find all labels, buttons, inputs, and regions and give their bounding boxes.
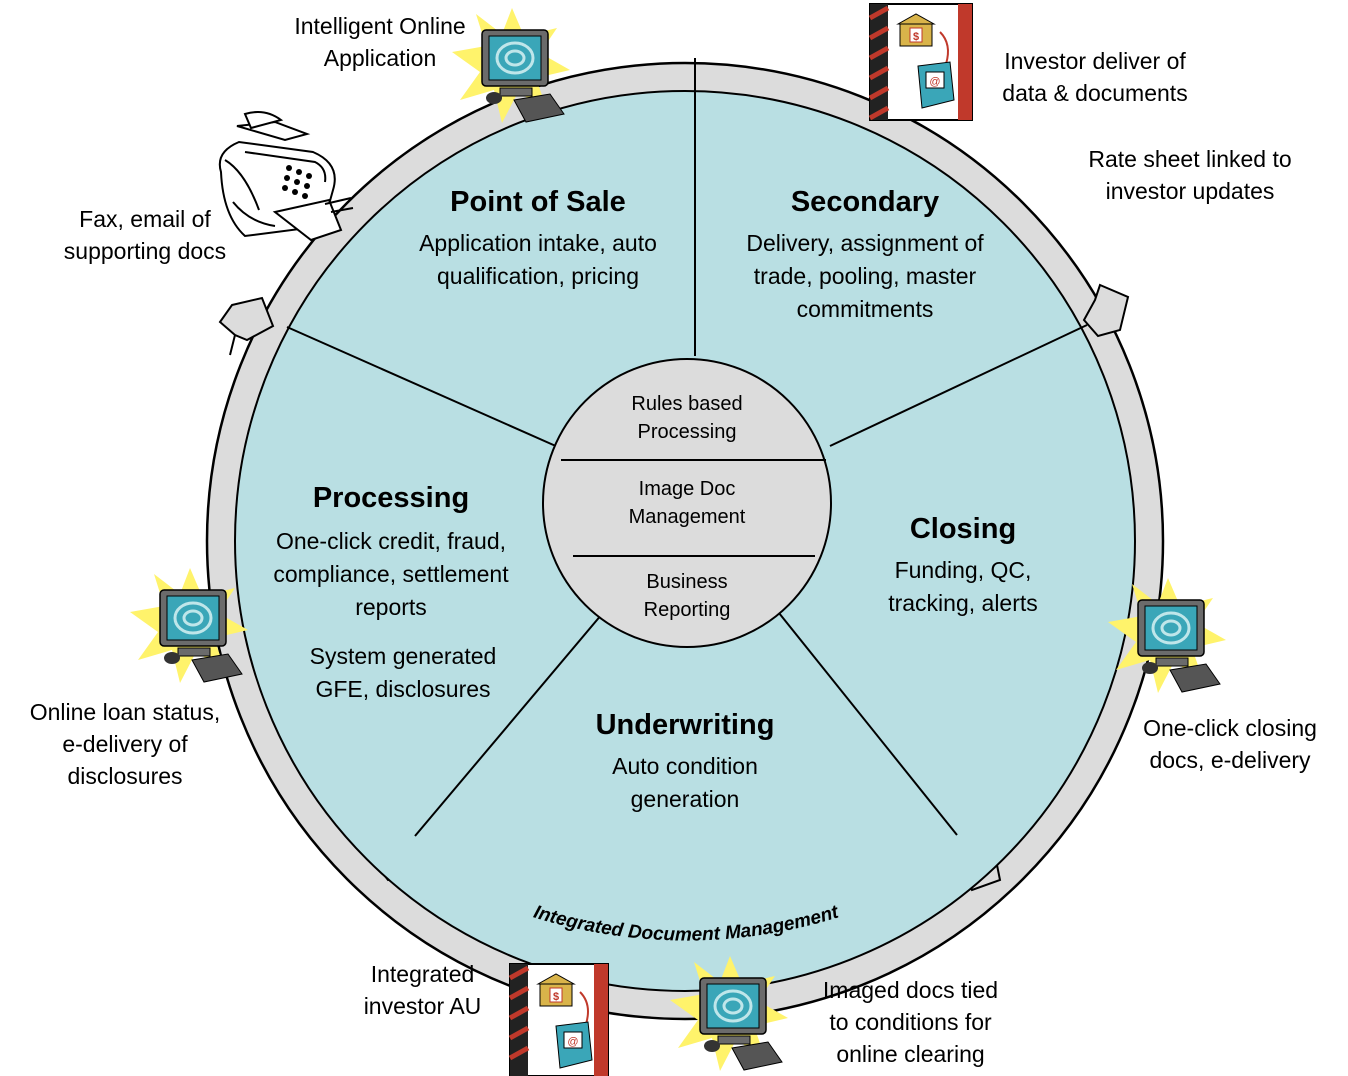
segment-desc-line: System generated	[309, 643, 497, 669]
label-investor-delivery: Investor deliver of data & documents	[975, 45, 1215, 109]
hub-line: Rules based	[631, 393, 743, 415]
hub-business-reporting: Business Reporting	[587, 568, 787, 624]
svg-text:@: @	[567, 1036, 578, 1048]
svg-text:$: $	[913, 31, 919, 43]
segment-desc-line: commitments	[796, 296, 934, 322]
segment-desc-line: Application intake, auto	[419, 230, 657, 256]
segment-title: Point of Sale	[450, 186, 626, 218]
outer-label-line: Integrated	[370, 961, 475, 987]
segment-secondary: Secondary Delivery, assignment of trade,…	[705, 185, 1025, 326]
segment-underwriting: Underwriting Auto condition generation	[545, 708, 825, 816]
segment-desc-line: One-click credit, fraud,	[275, 528, 507, 554]
hub-line: Business	[646, 571, 728, 593]
label-imaged-docs: Imaged docs tied to conditions for onlin…	[798, 974, 1023, 1070]
hub-line: Processing	[637, 421, 737, 443]
outer-label-line: to conditions for	[829, 1009, 992, 1035]
computer-starburst-icon	[670, 956, 788, 1071]
svg-text:@: @	[929, 76, 940, 88]
segment-desc-line: Delivery, assignment of	[746, 230, 984, 256]
segment-title: Underwriting	[595, 709, 775, 741]
hub-line: Management	[628, 506, 746, 528]
outer-label-line: docs, e-delivery	[1149, 747, 1311, 773]
segment-desc-line: qualification, pricing	[436, 263, 639, 289]
segment-processing: Processing One-click credit, fraud, comp…	[240, 481, 542, 706]
outer-label-line: investor AU	[363, 993, 482, 1019]
segment-desc-line: Funding, QC,	[894, 557, 1032, 583]
segment-desc-line: Auto condition	[612, 753, 758, 779]
segment-desc-line: reports	[355, 594, 427, 620]
computer-starburst-icon	[130, 568, 248, 683]
segment-desc-line: trade, pooling, master	[753, 263, 977, 289]
binder-bank-icon: $ @	[508, 963, 609, 1076]
hub-circle	[542, 358, 832, 648]
outer-label-line: disclosures	[67, 763, 183, 789]
segment-point-of-sale: Point of Sale Application intake, auto q…	[378, 185, 698, 293]
label-investor-au: Integrated investor AU	[340, 958, 505, 1022]
segment-closing: Closing Funding, QC, tracking, alerts	[843, 512, 1083, 620]
outer-label-line: supporting docs	[63, 238, 227, 264]
hub-image-doc-management: Image Doc Management	[587, 475, 787, 531]
outer-label-line: Rate sheet linked to	[1088, 146, 1292, 172]
outer-label-line: Application	[323, 45, 437, 71]
fax-machine-icon	[218, 111, 354, 242]
segment-dividers	[286, 58, 1088, 837]
segment-title: Processing	[312, 482, 470, 514]
label-fax-email: Fax, email of supporting docs	[40, 203, 250, 267]
binder-bank-icon: $ @	[868, 3, 973, 121]
hub-line: Reporting	[643, 599, 731, 621]
segment-title: Closing	[909, 513, 1017, 545]
hub-rules-processing: Rules based Processing	[587, 390, 787, 446]
outer-label-line: One-click closing	[1143, 715, 1317, 741]
segment-desc-line: GFE, disclosures	[315, 676, 491, 702]
computer-starburst-icon	[452, 8, 570, 123]
outer-label-line: Fax, email of	[79, 206, 211, 232]
outer-label-line: Investor deliver of	[1004, 48, 1186, 74]
label-rate-sheet: Rate sheet linked to investor updates	[1060, 143, 1320, 207]
ring-connector-right	[1082, 283, 1130, 338]
segment-title: Secondary	[790, 186, 940, 218]
outer-label-line: Online loan status,	[29, 699, 221, 725]
outer-label-line: investor updates	[1105, 178, 1275, 204]
outer-label-line: Intelligent Online	[294, 13, 466, 39]
label-loan-status: Online loan status, e-delivery of disclo…	[0, 696, 250, 792]
label-online-application: Intelligent Online Application	[268, 10, 492, 74]
svg-text:$: $	[553, 991, 559, 1003]
outer-label-line: e-delivery of	[62, 731, 188, 757]
outer-label-line: Imaged docs tied	[822, 977, 999, 1003]
ring-connector-left	[218, 296, 275, 356]
outer-label-line: data & documents	[1002, 80, 1188, 106]
outer-label-line: online clearing	[836, 1041, 985, 1067]
segment-desc-line: generation	[630, 786, 740, 812]
hub-line: Image Doc	[638, 478, 736, 500]
label-closing-docs: One-click closing docs, e-delivery	[1115, 712, 1345, 776]
segment-desc-line: tracking, alerts	[888, 590, 1038, 616]
segment-desc-line: compliance, settlement	[273, 561, 509, 587]
computer-starburst-icon	[1108, 578, 1226, 693]
